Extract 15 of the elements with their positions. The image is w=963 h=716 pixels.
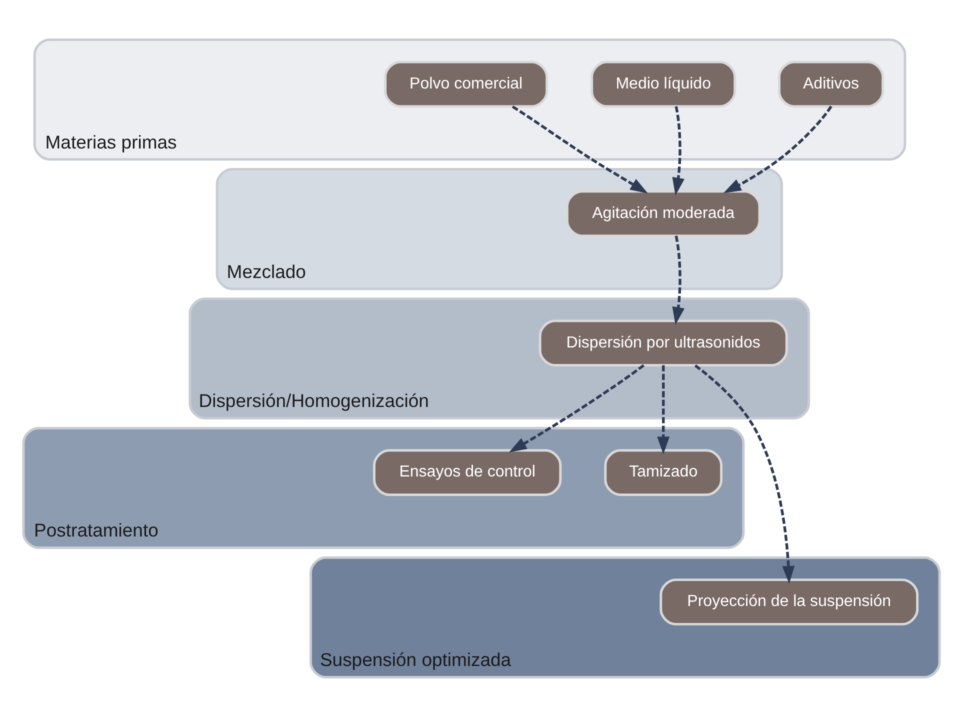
node-box: Polvo comercial xyxy=(384,60,548,108)
node-box: Dispersión por ultrasonidos xyxy=(538,319,788,366)
node-box: Tamizado xyxy=(604,448,723,496)
arrow xyxy=(672,235,685,324)
node-box: Medio líquido xyxy=(590,60,736,108)
node-box: Agitación moderada xyxy=(566,190,761,237)
node-box: Aditivos xyxy=(778,60,884,108)
arrow xyxy=(672,106,685,195)
arrow xyxy=(694,364,795,584)
node-box: Proyección de la suspensión xyxy=(660,578,919,625)
arrow xyxy=(657,364,670,454)
arrow xyxy=(508,364,645,452)
arrow xyxy=(512,105,648,194)
arrow xyxy=(723,105,832,193)
node-box: Ensayos de control xyxy=(373,448,562,496)
